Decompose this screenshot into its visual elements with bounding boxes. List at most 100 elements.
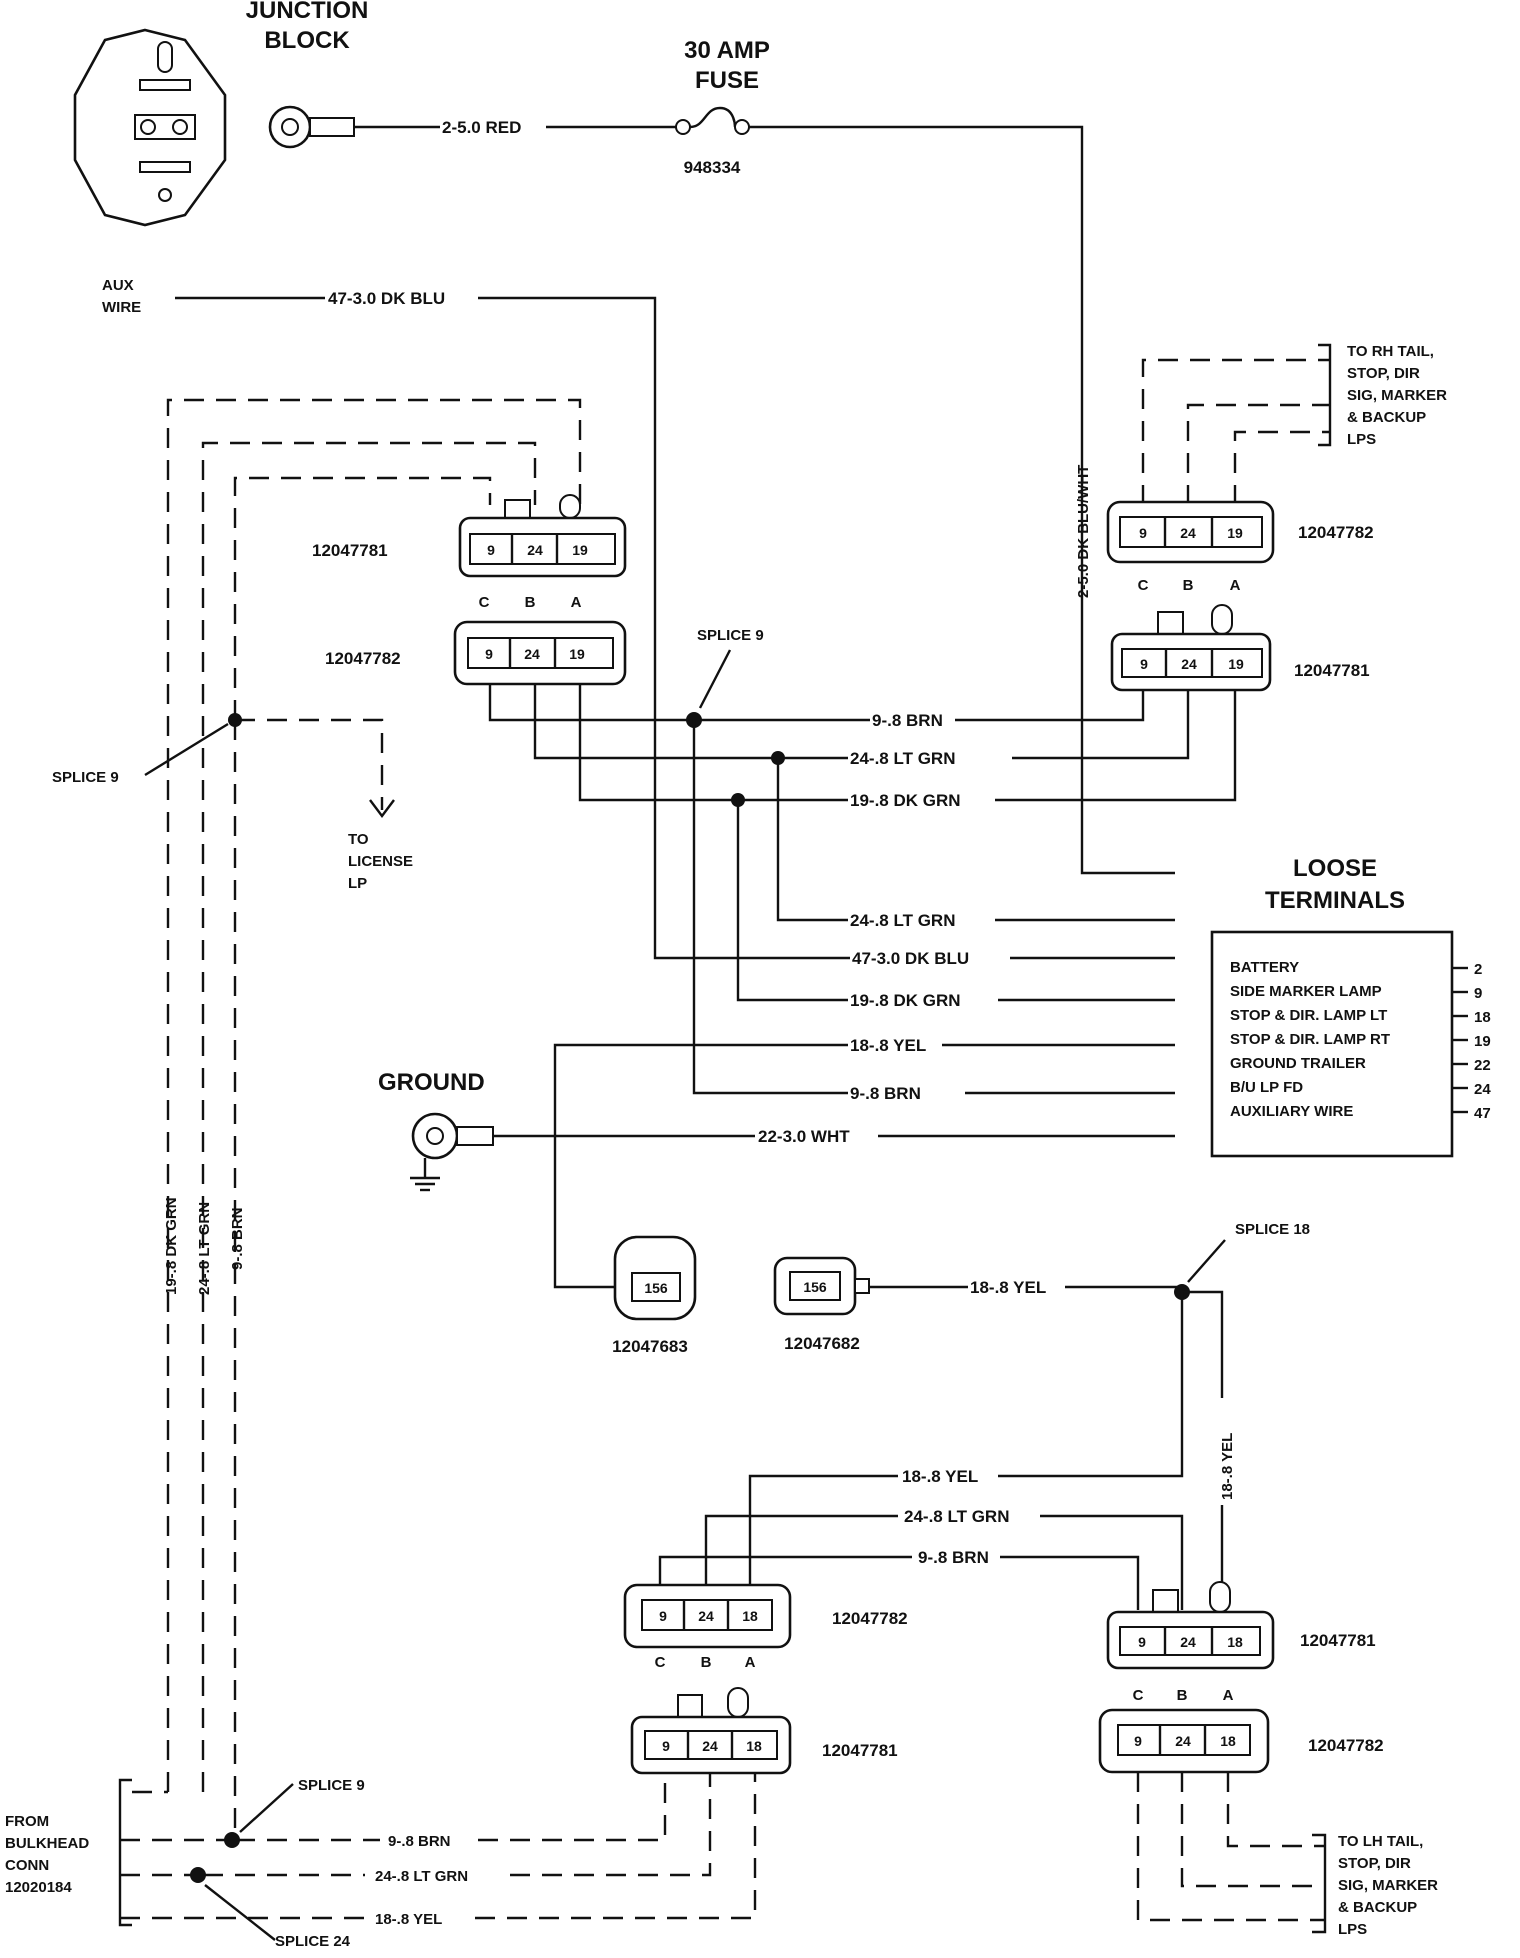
splice-24-label: SPLICE 24 xyxy=(275,1933,351,1950)
svg-text:B: B xyxy=(525,594,536,611)
fuse-part-number: 948334 xyxy=(684,158,741,177)
svg-text:9: 9 xyxy=(1138,1634,1146,1650)
svg-text:A: A xyxy=(1230,577,1241,594)
loose-terminals-box xyxy=(1210,930,1454,1158)
loose-row-num-1: 9 xyxy=(1474,985,1482,1002)
loose-row-label-5: B/U LP FD xyxy=(1230,1079,1303,1096)
svg-text:A: A xyxy=(571,594,582,611)
wire-label-ltgrn-bulkhead: 24-.8 LT GRN xyxy=(375,1868,468,1885)
loose-row-label-3: STOP & DIR. LAMP RT xyxy=(1230,1031,1390,1048)
wire-label-yel-156: 18-.8 YEL xyxy=(970,1278,1046,1297)
svg-text:9: 9 xyxy=(659,1608,667,1624)
ground-ring-terminal xyxy=(410,1112,494,1192)
svg-text:19: 19 xyxy=(1228,656,1244,672)
lh-tail-label-1: TO LH TAIL, xyxy=(1338,1833,1423,1850)
svg-text:9: 9 xyxy=(1140,656,1148,672)
svg-text:9: 9 xyxy=(1139,525,1147,541)
loose-terminals-title-2: TERMINALS xyxy=(1265,887,1405,914)
wire-label-brn-vertical: 9-.8 BRN xyxy=(229,1207,246,1270)
bulkhead-label-2: BULKHEAD xyxy=(5,1835,89,1852)
wire-label-yel-lower: 18-.8 YEL xyxy=(902,1467,978,1486)
wire-label-brn-bulkhead: 9-.8 BRN xyxy=(388,1833,451,1850)
svg-text:24: 24 xyxy=(1175,1733,1191,1749)
splice-9-upper-dot xyxy=(228,713,242,727)
bulkhead-label-3: CONN xyxy=(5,1857,49,1874)
rh-tail-label-4: & BACKUP xyxy=(1347,409,1426,426)
lh-tail-label-5: LPS xyxy=(1338,1921,1367,1938)
svg-text:156: 156 xyxy=(644,1280,668,1296)
wire-label-dkgrn-loose: 19-.8 DK GRN xyxy=(850,991,961,1010)
svg-text:9: 9 xyxy=(485,646,493,662)
splice-9-lower-label: SPLICE 9 xyxy=(298,1777,365,1794)
loose-row-num-5: 24 xyxy=(1474,1081,1491,1098)
junction-block-title-1: JUNCTION xyxy=(246,0,369,24)
svg-text:9: 9 xyxy=(1134,1733,1142,1749)
aux-label-1: AUX xyxy=(102,277,134,294)
svg-text:156: 156 xyxy=(803,1279,827,1295)
svg-text:19: 19 xyxy=(569,646,585,662)
svg-text:C: C xyxy=(479,594,490,611)
rh-tail-label-2: STOP, DIR xyxy=(1347,365,1420,382)
connector-part-c8: 12047781 xyxy=(822,1741,898,1760)
connector-part-c6: 12047682 xyxy=(784,1334,860,1353)
loose-terminals-rows: BATTERY 2 SIDE MARKER LAMP 9 STOP & DIR.… xyxy=(1230,959,1491,1122)
svg-text:C: C xyxy=(655,1654,666,1671)
svg-text:18: 18 xyxy=(1227,1634,1243,1650)
connector-12047781-upper-right: 9 24 19 xyxy=(1110,604,1272,692)
svg-text:9: 9 xyxy=(487,542,495,558)
loose-row-num-3: 19 xyxy=(1474,1033,1491,1050)
connector-part-c1: 12047781 xyxy=(312,541,388,560)
license-label-1: TO xyxy=(348,831,369,848)
fuse-title-1: 30 AMP xyxy=(684,37,770,64)
bulkhead-label-1: FROM xyxy=(5,1813,49,1830)
rh-tail-label-1: TO RH TAIL, xyxy=(1347,343,1434,360)
svg-text:18: 18 xyxy=(1220,1733,1236,1749)
wire-label-yel-bulkhead: 18-.8 YEL xyxy=(375,1911,442,1928)
lh-tail-label-2: STOP, DIR xyxy=(1338,1855,1411,1872)
connector-part-c3: 12047782 xyxy=(1298,523,1374,542)
svg-text:A: A xyxy=(745,1654,756,1671)
ground-title: GROUND xyxy=(378,1069,485,1096)
lh-tail-label-4: & BACKUP xyxy=(1338,1899,1417,1916)
connector-12047781-upper-left: 9 24 19 xyxy=(458,494,627,578)
svg-text:24: 24 xyxy=(1180,525,1196,541)
svg-text:24: 24 xyxy=(698,1608,714,1624)
wire-label-dkgrn-upper: 19-.8 DK GRN xyxy=(850,791,961,810)
splice-9-lower-dot xyxy=(224,1832,240,1848)
svg-text:24: 24 xyxy=(524,646,540,662)
svg-text:B: B xyxy=(1183,577,1194,594)
wire-label-yel-loose: 18-.8 YEL xyxy=(850,1036,926,1055)
svg-text:A: A xyxy=(1223,1687,1234,1704)
wire-label-wht: 22-3.0 WHT xyxy=(758,1127,850,1146)
aux-label-2: WIRE xyxy=(102,299,141,316)
junction-block: JUNCTION BLOCK xyxy=(73,0,369,227)
splice-9-left-label: SPLICE 9 xyxy=(52,769,119,786)
loose-row-label-0: BATTERY xyxy=(1230,959,1299,976)
loose-row-num-0: 2 xyxy=(1474,961,1482,978)
junction-block-title-2: BLOCK xyxy=(264,27,350,54)
fuse-30amp: 30 AMP FUSE 948334 xyxy=(675,37,770,177)
license-label-2: LICENSE xyxy=(348,853,413,870)
connector-part-c5: 12047683 xyxy=(612,1337,688,1356)
license-label-3: LP xyxy=(348,875,367,892)
svg-text:24: 24 xyxy=(1180,1634,1196,1650)
connector-12047782-upper-left: 9 24 19 xyxy=(453,620,627,686)
wire-label-dkblu-loose: 47-3.0 DK BLU xyxy=(852,949,969,968)
wire-label-brn-lower: 9-.8 BRN xyxy=(918,1548,989,1567)
svg-text:19: 19 xyxy=(572,542,588,558)
loose-row-num-4: 22 xyxy=(1474,1057,1491,1074)
svg-text:18: 18 xyxy=(746,1738,762,1754)
connector-12047682: 156 xyxy=(773,1256,870,1316)
wire-label-yel-vertical-right: 18-.8 YEL xyxy=(1219,1433,1236,1500)
fuse-title-2: FUSE xyxy=(695,67,759,94)
svg-text:24: 24 xyxy=(527,542,543,558)
connector-12047781-lower-left: 9 24 18 xyxy=(630,1687,792,1775)
loose-terminals-title-1: LOOSE xyxy=(1293,855,1377,882)
wire-label-brn-upper: 9-.8 BRN xyxy=(872,711,943,730)
svg-text:9: 9 xyxy=(662,1738,670,1754)
connector-part-c7: 12047782 xyxy=(832,1609,908,1628)
wire-label-brn-loose: 9-.8 BRN xyxy=(850,1084,921,1103)
loose-row-num-2: 18 xyxy=(1474,1009,1491,1026)
wire-label-ltgrn-upper: 24-.8 LT GRN xyxy=(850,749,955,768)
